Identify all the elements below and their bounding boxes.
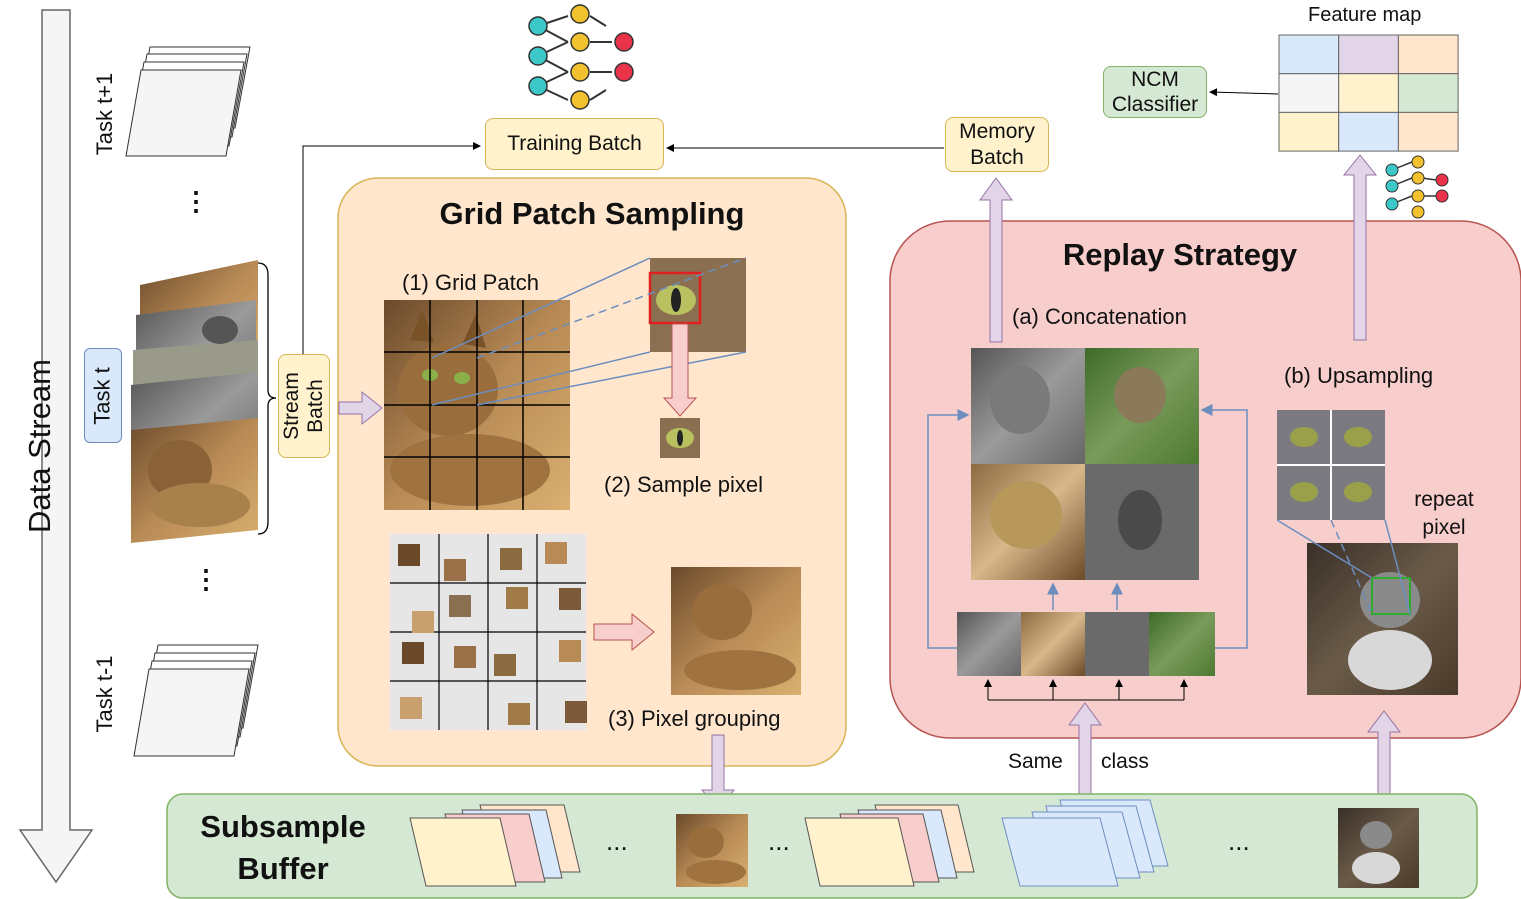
feature-map-cell — [1278, 73, 1340, 113]
concat-image — [971, 348, 1199, 580]
task-current-label: Task t — [90, 366, 115, 425]
feature-map-cell — [1278, 111, 1340, 152]
repeat-pixel-label: repeat pixel — [1414, 488, 1474, 539]
sampled-patch — [508, 703, 530, 725]
buffer-sheets-2 — [804, 804, 975, 887]
feature-map-title: Feature map — [1308, 4, 1422, 26]
sampled-patch — [565, 701, 587, 723]
buffer-ellipsis-1: ... — [606, 826, 628, 856]
sampled-patch — [494, 654, 516, 676]
concat-to-memory-arrow — [979, 177, 1013, 343]
upsample-to-feature-arrow — [1342, 154, 1378, 341]
task-ellipsis-top: ⋮ — [183, 186, 209, 216]
sample-down-arrow — [662, 323, 698, 417]
feature-map-cell — [1397, 111, 1459, 152]
sampled-patch — [454, 646, 476, 668]
network-icon-top — [528, 4, 634, 110]
sampled-patch — [559, 588, 581, 610]
stream-to-training-line — [302, 142, 481, 355]
sampled-patch — [402, 642, 424, 664]
zoomed-patch-image — [648, 258, 746, 352]
buffer-ellipsis-2: ... — [768, 826, 790, 856]
sampled-patch — [506, 587, 528, 609]
task-prev-label: Task t-1 — [92, 655, 117, 733]
stream-batch-label: Stream Batch — [280, 372, 327, 440]
task-next-label: Task t+1 — [92, 72, 117, 156]
training-batch-box[interactable]: Training Batch — [485, 118, 664, 170]
pixel-grouping-grid — [390, 534, 587, 730]
sampled-patch — [559, 640, 581, 662]
buffer-cat-image-2 — [1338, 808, 1419, 888]
task-current-images — [131, 260, 258, 543]
grouping-right-arrow — [593, 612, 655, 652]
sampled-patch — [444, 559, 466, 581]
upsample-cat-image — [1307, 543, 1458, 695]
buffer-sheets-3 — [1001, 799, 1169, 887]
feature-map-cell — [1338, 73, 1399, 113]
training-batch-label: Training Batch — [507, 132, 642, 156]
sampled-patch — [545, 542, 567, 564]
class-label: class — [1101, 750, 1149, 773]
task-next-sheets — [125, 46, 251, 157]
same-class-connectors — [984, 679, 1188, 701]
sampled-patch — [449, 595, 471, 617]
sampled-patch — [500, 548, 522, 570]
stream-into-grid-arrow — [338, 390, 383, 426]
grouped-cat-image — [671, 567, 801, 695]
upsampling-label: (b) Upsampling — [1284, 363, 1434, 388]
feature-map-cell — [1397, 73, 1459, 113]
sampled-patch — [400, 697, 422, 719]
memory-batch-box[interactable]: Memory Batch — [945, 117, 1049, 172]
network-icon-small — [1385, 155, 1449, 219]
task-prev-sheets — [133, 644, 259, 757]
ncm-classifier-label: NCM Classifier — [1111, 67, 1199, 116]
feature-map-cell — [1397, 34, 1459, 75]
task-bracket — [257, 262, 277, 535]
task-current-box[interactable]: Task t — [84, 348, 122, 443]
feature-map-cell — [1338, 34, 1399, 75]
buffer-title: Subsample Buffer — [200, 809, 366, 886]
sampled-patch — [412, 611, 434, 633]
concat-connectors — [927, 404, 1248, 649]
same-label: Same — [1008, 750, 1063, 773]
feature-to-ncm-line — [1209, 88, 1279, 97]
feature-map-cell — [1278, 34, 1340, 75]
feature-map-grid — [1278, 34, 1459, 152]
sampled-patch — [398, 544, 420, 566]
upsample-lines — [1276, 519, 1411, 615]
concat-label: (a) Concatenation — [1012, 304, 1187, 329]
buffer-cat-image — [676, 814, 748, 887]
ncm-classifier-box[interactable]: NCM Classifier — [1103, 66, 1207, 118]
task-ellipsis-bottom: ⋮ — [193, 564, 219, 594]
stream-batch-box[interactable]: Stream Batch — [278, 354, 330, 458]
zoom-lines — [431, 257, 747, 406]
buffer-ellipsis-3: ... — [1228, 826, 1250, 856]
feature-map-cell — [1338, 111, 1399, 152]
grid-sampling-title: Grid Patch Sampling — [439, 196, 745, 231]
buffer-sheets-1 — [409, 804, 581, 887]
upsample-repeat-image — [1277, 410, 1385, 520]
memory-batch-label: Memory Batch — [959, 120, 1035, 169]
buffer-to-upsample-arrow — [1366, 710, 1402, 804]
data-stream-label: Data Stream — [22, 359, 57, 534]
data-stream-arrow — [18, 9, 94, 884]
step2-label: (2) Sample pixel — [604, 472, 763, 497]
sampled-pixel-image — [660, 418, 700, 458]
step1-label: (1) Grid Patch — [402, 270, 539, 295]
buffer-to-replay-arrow — [1068, 702, 1102, 801]
step3-label: (3) Pixel grouping — [608, 706, 781, 731]
replay-title: Replay Strategy — [1062, 237, 1298, 272]
small-cat-strip — [957, 612, 1215, 676]
